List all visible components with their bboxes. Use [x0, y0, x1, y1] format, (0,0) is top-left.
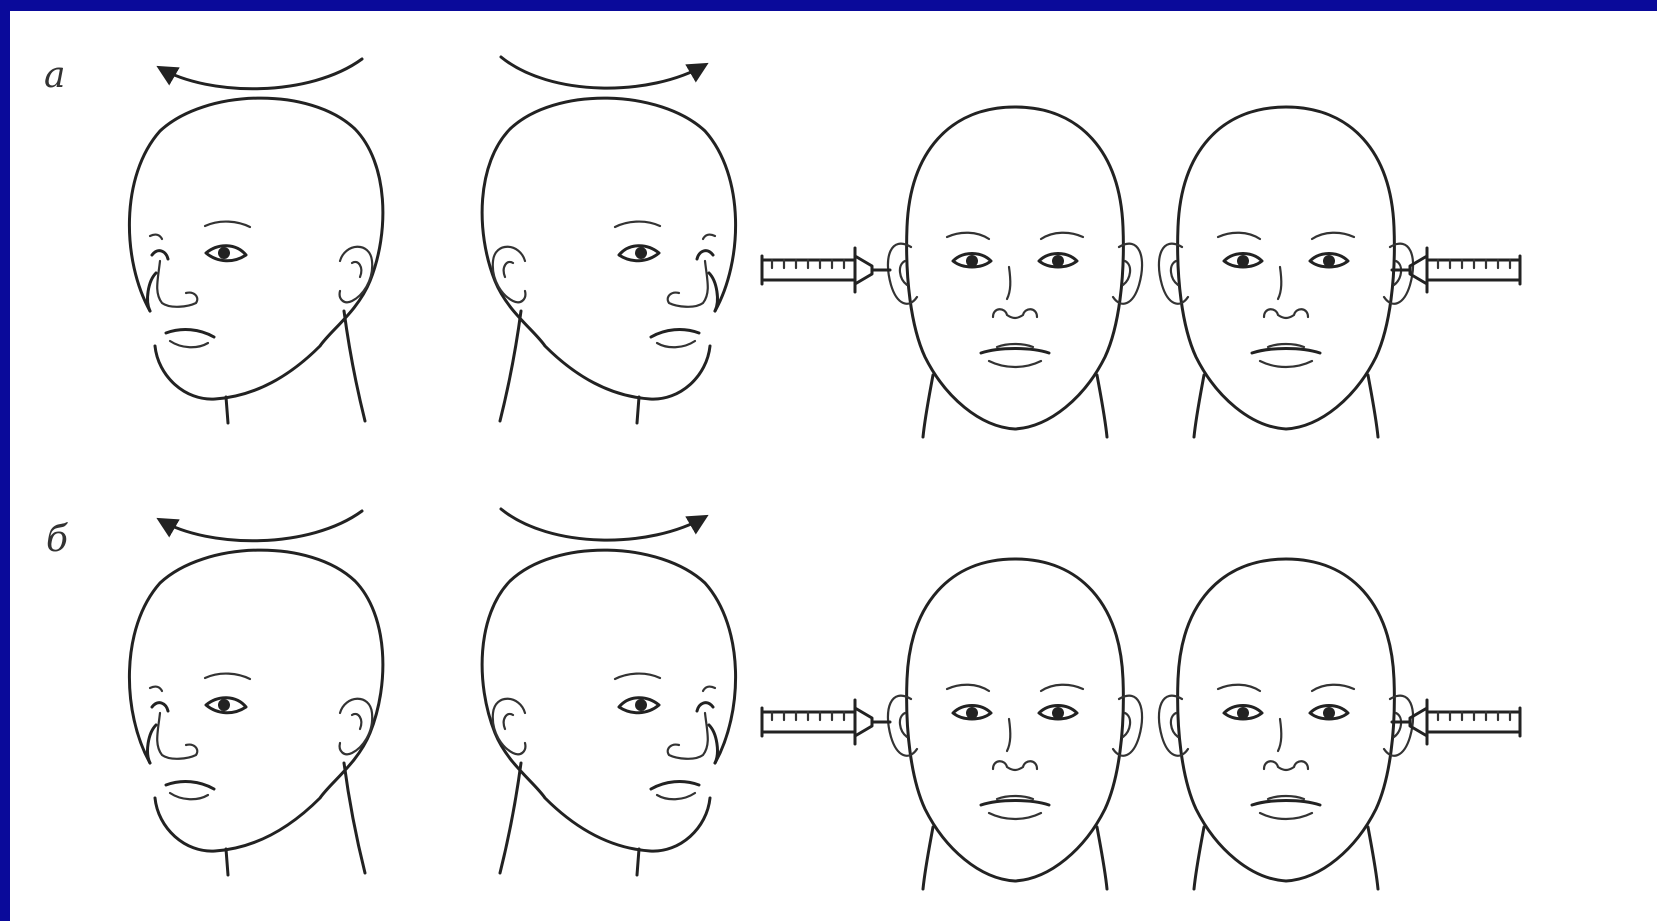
- head-front-syringe-right: [1159, 559, 1413, 889]
- head-turned-left: [129, 550, 382, 875]
- syringe-icon: [762, 700, 890, 744]
- head-front-syringe-right: [1159, 107, 1413, 437]
- syringe-icon: [762, 248, 890, 292]
- row-b: [129, 509, 1520, 889]
- head-turned-right: [482, 550, 735, 875]
- rotation-arrow-left-icon: [160, 511, 362, 541]
- head-turned-right: [482, 98, 735, 423]
- head-turned-left: [129, 98, 382, 423]
- rotation-arrow-left-icon: [160, 59, 362, 89]
- rotation-arrow-right-icon: [501, 57, 705, 88]
- diagram-canvas: [10, 11, 1657, 921]
- head-front-syringe-left: [888, 107, 1142, 437]
- head-front-syringe-left: [888, 559, 1142, 889]
- row-a: [129, 57, 1520, 437]
- figure-panel: а б: [10, 11, 1657, 921]
- rotation-arrow-right-icon: [501, 509, 705, 540]
